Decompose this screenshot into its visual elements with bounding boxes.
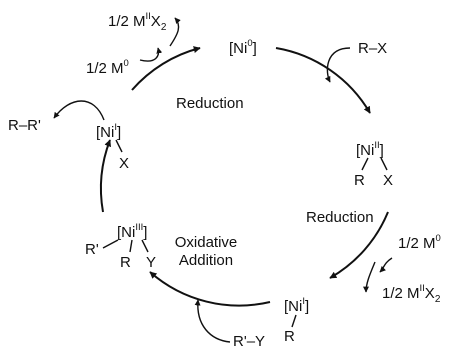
product-rr: R–R' [8, 117, 41, 134]
species-ni1-left: [NiI] [96, 122, 121, 141]
arc-ni3-to-ni1 [100, 139, 112, 213]
bond-ni2-x [380, 157, 388, 171]
bond-ni3-rprime [102, 239, 119, 249]
species-ni3: [NiIII] [117, 222, 147, 241]
arc-ni1-to-ni3 [149, 271, 271, 307]
arrow-mx2-out-top [169, 17, 181, 47]
species-ni0: [Ni0] [229, 38, 257, 57]
arc-ni0-to-ni2 [275, 47, 371, 114]
bond-ni3-y [141, 239, 149, 253]
bond-ni1-bottom-r [291, 314, 297, 328]
arrow-mx2-out-right [363, 261, 376, 293]
bond-ni2-r [361, 157, 369, 171]
ni1-left-ligand-x: X [119, 155, 129, 172]
bond-ni1-left-x [115, 139, 123, 153]
arrow-rr-out [53, 100, 105, 121]
ni3-ligand-r: R [120, 254, 131, 271]
byproduct-mx2-top: 1/2 MIIX2 [108, 11, 167, 33]
step-label-addition: Addition [179, 252, 233, 269]
species-ni2: [NiII] [356, 140, 384, 159]
arrow-rx-in [324, 47, 351, 83]
species-ni1-bottom: [NiI] [284, 296, 309, 315]
arc-ni2-to-ni1 [329, 211, 389, 279]
ni3-ligand-rprime: R' [85, 241, 99, 258]
reagent-m0-top: 1/2 M0 [86, 58, 129, 77]
ni2-ligand-x: X [383, 172, 393, 189]
arrow-m0-in-right [379, 257, 393, 273]
ni2-ligand-r: R [354, 172, 365, 189]
byproduct-mx2-right: 1/2 MIIX2 [382, 283, 441, 305]
step-label-oxidative: Oxidative [175, 234, 238, 251]
ni3-ligand-y: Y [146, 254, 156, 271]
arrow-m0-in-top [139, 47, 163, 62]
reagent-m0-right: 1/2 M0 [398, 233, 441, 252]
arrow-ry-in [194, 299, 231, 343]
reagent-ry: R'–Y [233, 333, 265, 348]
reagent-rx: R–X [358, 40, 387, 57]
step-label-reduction-right: Reduction [306, 209, 374, 226]
step-label-reduction-top: Reduction [176, 95, 244, 112]
arc-ni1-to-ni0 [131, 46, 201, 91]
bond-ni3-r [129, 239, 133, 253]
ni1-bottom-ligand-r: R [284, 328, 295, 345]
